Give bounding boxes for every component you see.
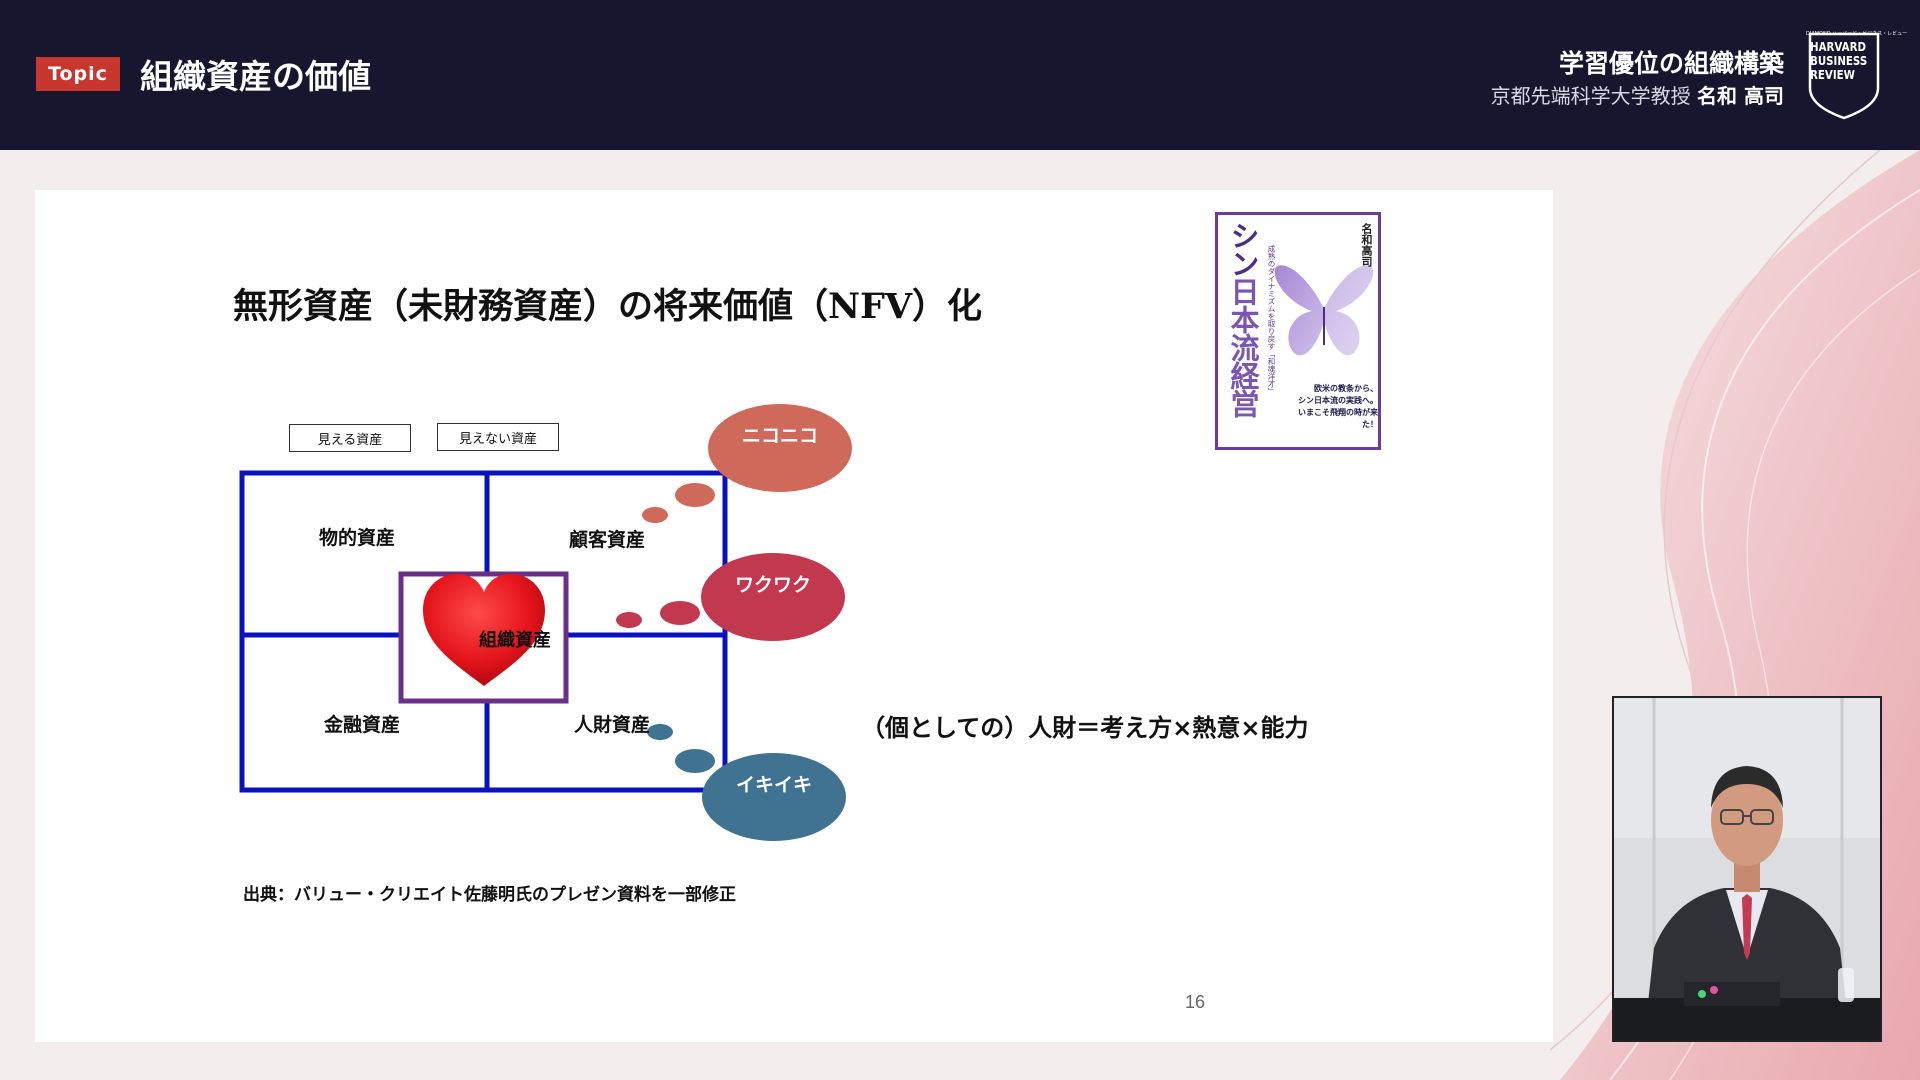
bubble-ikiiki-trail-large bbox=[675, 749, 715, 773]
hbr-logo-caption: DIAMOND ハーバード・ビジネス・レビュー bbox=[1806, 31, 1908, 37]
cell-financial-assets: 金融資産 bbox=[324, 714, 401, 736]
bubble-ikiiki bbox=[702, 753, 846, 841]
bubble-nikoniko-trail-large bbox=[675, 483, 715, 507]
book-subtitle: 成熟のダイナミズムを取り戻す「和魂洋才」 bbox=[1267, 245, 1276, 395]
book-tagline: 欧米の教条から、 シン日本流の実践へ。 いまこそ飛翔の時が来た！ bbox=[1298, 384, 1378, 429]
header-bar: Topic 組織資産の価値 学習優位の組織構築 京都先端科学大学教授 名和 高司… bbox=[0, 0, 1920, 150]
slide-title: 無形資産（未財務資産）の将来価値（NFV）化 bbox=[233, 286, 982, 327]
bubble-wakuwaku-trail-large bbox=[660, 601, 700, 625]
butterfly-icon bbox=[1274, 265, 1374, 356]
cell-physical-assets: 物的資産 bbox=[319, 527, 396, 549]
series-title: 学習優位の組織構築 bbox=[1558, 49, 1784, 78]
heart-icon bbox=[423, 574, 545, 686]
asset-grid-frame bbox=[239, 470, 728, 793]
bubble-ikiiki-label: イキイキ bbox=[735, 774, 812, 796]
book-author: 名和高司 bbox=[1360, 223, 1373, 267]
cell-organization-assets: 組織資産 bbox=[479, 630, 551, 651]
speaker-affiliation: 京都先端科学大学教授 bbox=[1490, 84, 1691, 108]
bubble-wakuwaku-trail-small bbox=[616, 612, 642, 628]
topic-badge: Topic bbox=[36, 57, 120, 91]
speaker-info: 京都先端科学大学教授 名和 高司 bbox=[1491, 80, 1784, 109]
hbr-logo-text: HARVARD BUSINESS REVIEW bbox=[1810, 39, 1868, 82]
talent-formula: （個としての）人財＝考え方×熱意×能力 bbox=[861, 714, 1309, 742]
speaker-video-frame bbox=[1614, 698, 1880, 1040]
bubble-nikoniko-trail-small bbox=[642, 507, 668, 523]
cell-customer-assets: 顧客資産 bbox=[569, 529, 646, 551]
asset-diagram bbox=[239, 404, 852, 841]
book-title: シン日本流経営 bbox=[1226, 221, 1260, 417]
speaker-name: 名和 高司 bbox=[1697, 84, 1784, 108]
page-number: 16 bbox=[1184, 992, 1206, 1012]
page-title: 組織資産の価値 bbox=[140, 57, 371, 96]
legend-visible-assets: 見える資産 bbox=[289, 424, 411, 452]
bubble-wakuwaku bbox=[701, 553, 845, 641]
speaker-video bbox=[1612, 696, 1882, 1042]
slide: 無形資産（未財務資産）の将来価値（NFV）化 見える資産 見えない資産 物的資産… bbox=[35, 190, 1553, 1042]
bubble-ikiiki-trail-small bbox=[647, 724, 673, 740]
bubble-wakuwaku-label: ワクワク bbox=[734, 574, 811, 596]
bubble-nikoniko-label: ニコニコ bbox=[741, 425, 818, 447]
hbr-shield-logo-icon bbox=[1806, 30, 1882, 120]
bubble-nikoniko bbox=[708, 404, 852, 492]
source-note: 出典：バリュー・クリエイト佐藤明氏のプレゼン資料を一部修正 bbox=[243, 885, 736, 905]
legend-invisible-assets: 見えない資産 bbox=[437, 423, 559, 451]
cell-human-assets: 人財資産 bbox=[574, 714, 651, 736]
book-cover: シン日本流経営 名和高司 成熟のダイナミズムを取り戻す「和魂洋才」 欧米の教条か… bbox=[1215, 212, 1381, 450]
